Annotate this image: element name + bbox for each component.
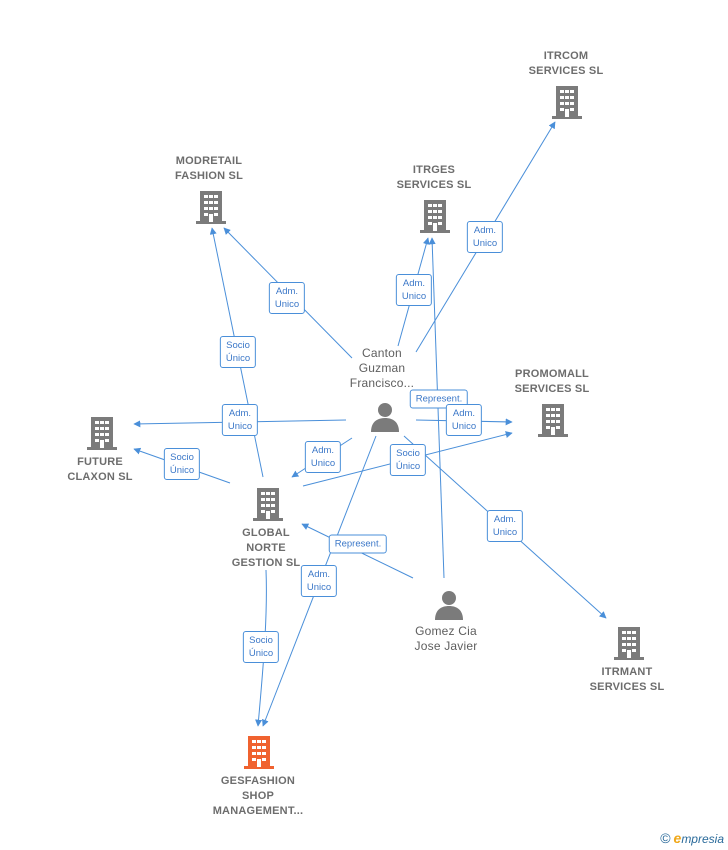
building-icon-focus[interactable] [244,735,274,769]
edge-label-global-modretail[interactable]: Socio Único [219,336,257,368]
node-label-itrges: ITRGES SERVICES SL [396,164,472,191]
edge-label-canton-modretail[interactable]: Adm. Unico [268,282,306,314]
person-icon[interactable] [434,590,464,620]
node-label-future: FUTURE CLAXON SL [67,456,133,483]
edge-label-global-gesfashion[interactable]: Socio Único [242,631,280,663]
edge-label-global-promomall[interactable]: Socio Único [389,444,427,476]
edge-label-canton-promomall[interactable]: Adm. Unico [445,404,483,436]
building-icon[interactable] [538,403,568,437]
building-icon[interactable] [614,626,644,660]
brand-footer: ©empresia [660,830,724,846]
building-icon[interactable] [87,416,117,450]
node-label-gesfashion: GESFASHION SHOP MANAGEMENT... [212,775,304,817]
building-icon[interactable] [420,199,450,233]
node-label-gomez: Gomez Cia Jose Javier [414,624,478,653]
edge-label-canton-gesfashion[interactable]: Adm. Unico [300,565,338,597]
node-label-modretail: MODRETAIL FASHION SL [174,155,244,182]
edge-label-represent-promomall[interactable]: Represent. [409,389,469,409]
building-icon[interactable] [552,85,582,119]
edge-label-canton-itrcom[interactable]: Adm. Unico [466,221,504,253]
edge-label-canton-global[interactable]: Adm. Unico [304,441,342,473]
building-icon[interactable] [253,487,283,521]
brand-logo-text: mpresia [681,832,724,846]
node-label-itrmant: ITRMANT SERVICES SL [589,666,665,693]
edge-label-canton-itrges[interactable]: Adm. Unico [395,274,433,306]
brand-logo-e: e [673,830,682,846]
node-label-global: GLOBAL NORTE GESTION SL [231,527,301,569]
building-icon[interactable] [196,190,226,224]
edge-label-global-future[interactable]: Socio Único [163,448,201,480]
node-label-itrcom: ITRCOM SERVICES SL [528,50,604,77]
edge-label-gomez-global[interactable]: Represent. [328,534,388,554]
edge-label-canton-future[interactable]: Adm. Unico [221,404,259,436]
person-icon[interactable] [370,402,400,432]
copyright-icon: © [660,830,671,846]
node-label-promomall: PROMOMALL SERVICES SL [514,368,590,395]
edge-label-canton-itrmant[interactable]: Adm. Unico [486,510,524,542]
node-label-canton: Canton Guzman Francisco... [349,346,415,390]
